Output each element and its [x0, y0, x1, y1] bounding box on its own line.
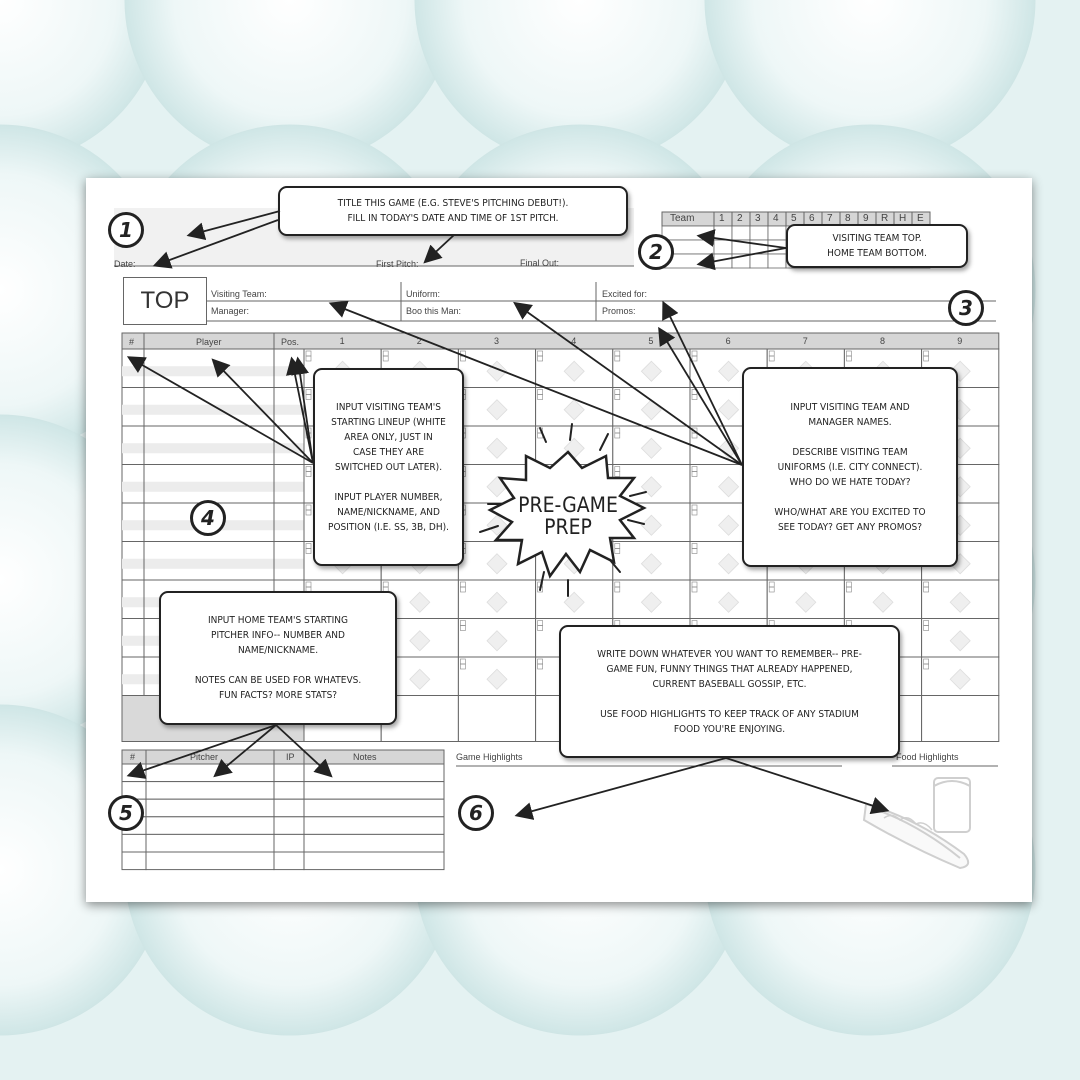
final-out-label: Final Out:	[520, 258, 560, 268]
step-marker-3: 3	[948, 290, 984, 326]
manager-callout: INPUT VISITING TEAM AND MANAGER NAMES. D…	[742, 367, 958, 567]
excited-for-label: Excited for:	[602, 289, 648, 299]
linescore-col-9: 9	[863, 213, 869, 224]
pitcher-notes-header: Notes	[353, 752, 377, 762]
lineup-number-header: #	[129, 337, 135, 347]
half-inning-label: TOP	[140, 287, 190, 314]
boo-this-man-label: Boo this Man:	[406, 306, 462, 316]
burst-line2: PREP	[544, 515, 592, 539]
inning-label-6: 6	[725, 336, 731, 346]
step-marker-5: 5	[108, 795, 144, 831]
linescore-col-3: 3	[755, 213, 761, 224]
manager-label: Manager:	[211, 306, 250, 316]
inning-label-2: 2	[416, 336, 422, 346]
pre-game-burst: PRE-GAME PREP	[479, 423, 647, 597]
lineup-pos-header: Pos.	[281, 337, 300, 347]
pitcher-callout-part1: INPUT HOME TEAM'S STARTING PITCHER INFO-…	[208, 615, 348, 656]
step-marker-4: 4	[190, 500, 226, 536]
linescore-col-7: 7	[827, 213, 833, 224]
inning-label-3: 3	[494, 336, 500, 346]
manager-callout-part2: DESCRIBE VISITING TEAM UNIFORMS (I.E. CI…	[777, 446, 923, 488]
manager-callout-part1: INPUT VISITING TEAM AND MANAGER NAMES.	[790, 401, 910, 428]
half-inning-box: TOP	[123, 277, 207, 325]
inning-label-7: 7	[802, 336, 808, 346]
linescore-col-1: 1	[719, 213, 725, 224]
highlights-callout-part2: USE FOOD HIGHLIGHTS TO KEEP TRACK OF ANY…	[600, 708, 859, 735]
linescore-col-4: 4	[773, 213, 779, 224]
pitcher-callout-part2: NOTES CAN BE USED FOR WHATEVS. FUN FACTS…	[194, 675, 362, 701]
linescore-col-r: R	[881, 213, 889, 224]
scorecard-sheet: Date: First Pitch: Final Out: TOP Visiti…	[86, 178, 1032, 902]
pitcher-ip-header: IP	[286, 752, 295, 762]
teams-callout-line2: HOME TEAM BOTTOM.	[827, 248, 927, 259]
inning-label-5: 5	[648, 336, 654, 346]
food-highlights-label: Food Highlights	[896, 752, 959, 762]
inning-label-4: 4	[571, 336, 577, 346]
manager-callout-part3: WHO/WHAT ARE YOU EXCITED TO SEE TODAY? G…	[774, 506, 926, 533]
pitcher-callout: INPUT HOME TEAM'S STARTING PITCHER INFO-…	[159, 591, 397, 725]
date-label: Date:	[114, 259, 136, 269]
lineup-callout: INPUT VISITING TEAM'S STARTING LINEUP (W…	[313, 368, 464, 566]
linescore-col-e: E	[917, 213, 924, 224]
teams-callout-line1: VISITING TEAM TOP.	[832, 233, 922, 244]
game-highlights-label: Game Highlights	[456, 752, 523, 762]
inning-label-1: 1	[339, 336, 345, 346]
uniform-label: Uniform:	[406, 289, 441, 299]
linescore-col-h: H	[899, 213, 907, 224]
pitcher-name-header: Pitcher	[190, 752, 219, 762]
lineup-player-header: Player	[196, 337, 222, 347]
linescore-col-8: 8	[845, 213, 851, 224]
lineup-callout-part2: INPUT PLAYER NUMBER, NAME/NICKNAME, AND …	[328, 491, 449, 533]
pitcher-number-header: #	[130, 752, 136, 762]
linescore-col-5: 5	[791, 213, 797, 224]
visiting-team-label: Visiting Team:	[211, 289, 267, 299]
highlights-callout-part1: WRITE DOWN WHATEVER YOU WANT TO REMEMBER…	[597, 648, 862, 690]
inning-label-8: 8	[880, 336, 886, 346]
step-marker-1: 1	[108, 212, 144, 248]
hotdog-drink-icon	[862, 777, 971, 870]
linescore-col-team: Team	[670, 213, 695, 224]
title-callout: TITLE THIS GAME (E.G. STEVE'S PITCHING D…	[278, 186, 628, 236]
highlights-callout: WRITE DOWN WHATEVER YOU WANT TO REMEMBER…	[559, 625, 900, 758]
linescore-col-6: 6	[809, 213, 815, 224]
title-callout-line2: FILL IN TODAY'S DATE AND TIME OF 1ST PIT…	[347, 212, 559, 224]
teams-callout: VISITING TEAM TOP. HOME TEAM BOTTOM.	[786, 224, 968, 268]
title-callout-line1: TITLE THIS GAME (E.G. STEVE'S PITCHING D…	[337, 197, 569, 209]
first-pitch-label: First Pitch:	[376, 259, 419, 269]
lineup-callout-part1: INPUT VISITING TEAM'S STARTING LINEUP (W…	[331, 401, 446, 473]
promos-label: Promos:	[602, 306, 636, 316]
inning-label-9: 9	[957, 336, 963, 346]
burst-line1: PRE-GAME	[518, 493, 618, 517]
step-marker-2: 2	[638, 234, 674, 270]
step-marker-6: 6	[458, 795, 494, 831]
linescore-col-2: 2	[737, 213, 743, 224]
